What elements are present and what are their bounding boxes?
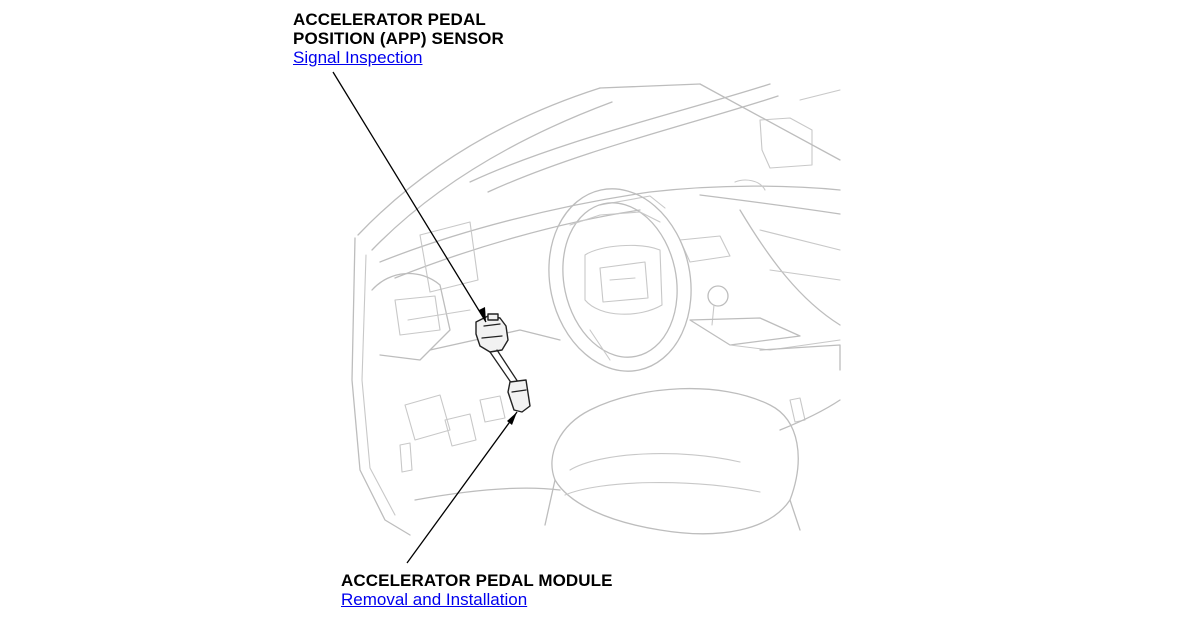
door-frame-outline: [351, 83, 701, 536]
signal-inspection-link[interactable]: Signal Inspection: [293, 48, 423, 67]
pedal-module-leader-line: [406, 411, 518, 564]
dashboard-outline: [379, 179, 841, 326]
pedal-module-arrowhead: [507, 412, 517, 425]
app-sensor-part: [475, 313, 509, 353]
windshield-outline: [469, 83, 841, 193]
accelerator-pedal-part: [489, 349, 531, 413]
app-sensor-leader-line: [332, 71, 487, 323]
pedal-module-callout: ACCELERATOR PEDAL MODULE Removal and Ins…: [341, 571, 613, 610]
app-sensor-arrowhead: [479, 307, 486, 322]
app-sensor-callout: ACCELERATOR PEDAL POSITION (APP) SENSOR …: [293, 10, 504, 68]
steering-wheel-outline: [548, 188, 692, 372]
lower-dash-outline: [371, 272, 561, 501]
leader-lines: [332, 71, 518, 564]
seat-outline: [544, 387, 801, 535]
removal-installation-link[interactable]: Removal and Installation: [341, 590, 528, 609]
pedal-module-title: ACCELERATOR PEDAL MODULE: [341, 571, 613, 590]
app-sensor-title-line1: ACCELERATOR PEDAL: [293, 10, 486, 29]
app-sensor-title-line2: POSITION (APP) SENSOR: [293, 29, 504, 48]
center-console-outline: [689, 285, 841, 431]
